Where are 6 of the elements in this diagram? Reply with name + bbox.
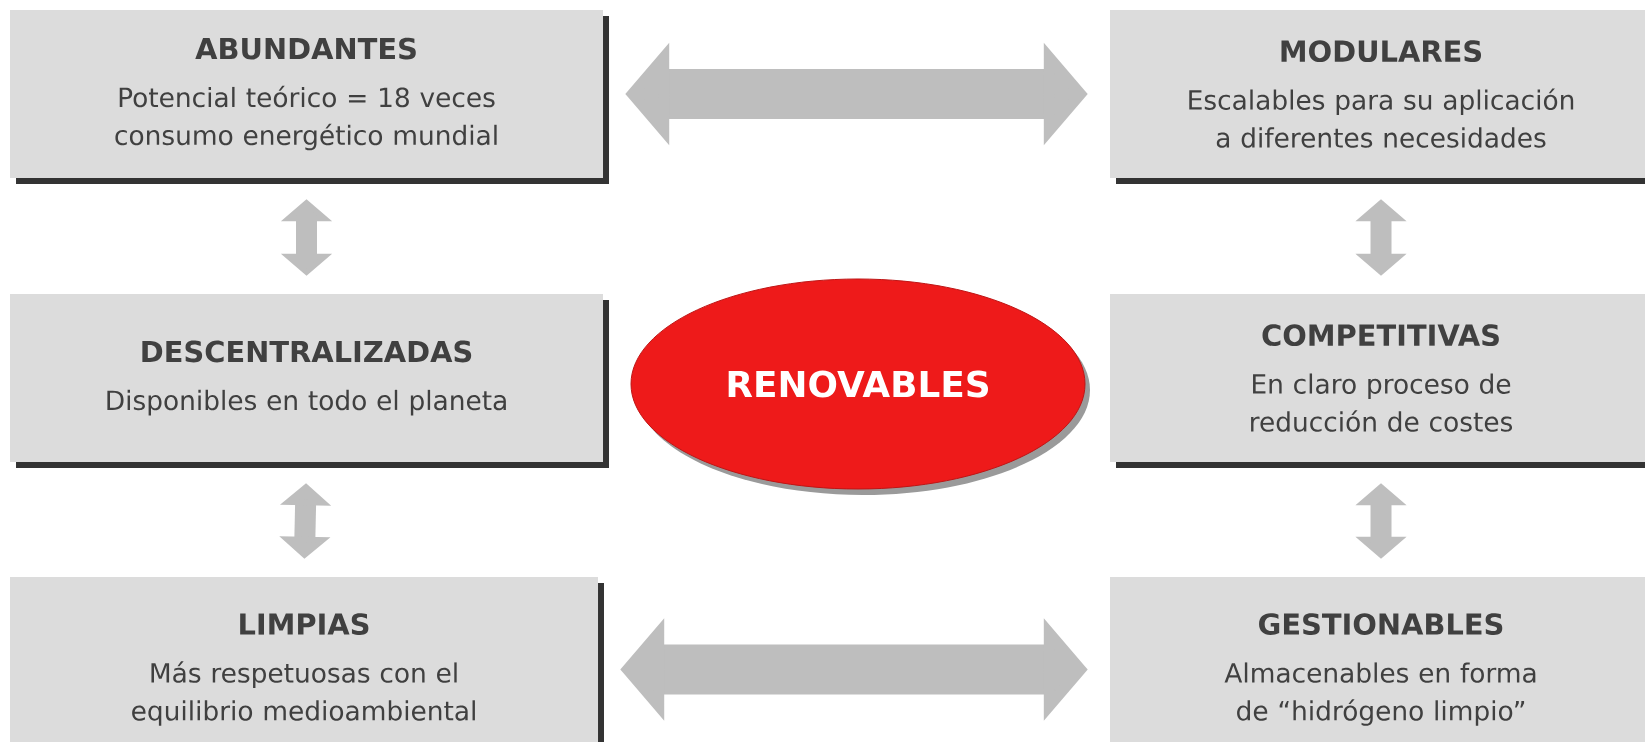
info-box: ABUNDANTES Potencial teórico = 18 veces consumo energético mundial bbox=[10, 10, 609, 184]
info-box: COMPETITIVAS En claro proceso de reducción de costes bbox=[1110, 294, 1645, 468]
info-box: GESTIONABLES Almacenables en forma de “hidrógeno limpio” bbox=[1110, 577, 1645, 742]
info-box: DESCENTRALIZADAS Disponibles en todo el planeta bbox=[10, 294, 609, 468]
info-box: LIMPIAS Más respetuosas con el equilibrio medioambiental bbox=[10, 577, 604, 742]
info-box: MODULARES Escalables para su aplicación a diferentes necesidades bbox=[1110, 10, 1645, 184]
